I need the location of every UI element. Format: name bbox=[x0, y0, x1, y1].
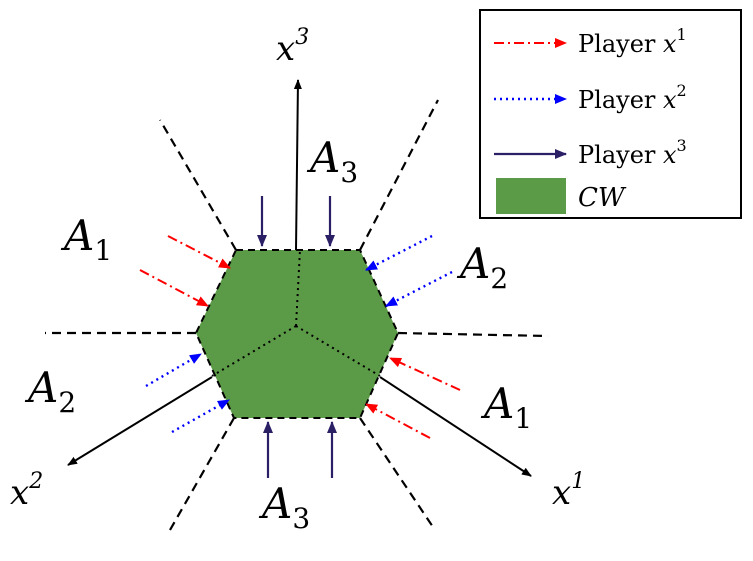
player2-arrow bbox=[171, 398, 230, 434]
region-label-upper-right: A2 bbox=[456, 239, 508, 295]
legend-item-player1: Player x1 bbox=[494, 25, 687, 58]
cw-hexagon bbox=[194, 249, 400, 419]
axis-x3 bbox=[293, 79, 302, 251]
player2-arrow bbox=[385, 270, 453, 308]
legend: Player x1 Player x2 Player x3 CW bbox=[479, 9, 742, 219]
internal-line-right bbox=[295, 325, 381, 377]
legend-item-player3: Player x3 bbox=[494, 136, 687, 169]
axis-label-x3: x3 bbox=[276, 25, 309, 69]
region-label-lower-right: A1 bbox=[480, 379, 532, 435]
axis-x2 bbox=[67, 376, 213, 466]
legend-item-cw: CW bbox=[496, 178, 627, 214]
coordinate-axes bbox=[67, 79, 532, 477]
legend-label-player3: Player x3 bbox=[578, 136, 687, 169]
axis-label-x1: x1 bbox=[552, 469, 585, 513]
legend-item-player2: Player x2 bbox=[494, 81, 687, 114]
axis-label-x2: x2 bbox=[10, 469, 43, 513]
region-label-top: A3 bbox=[306, 133, 358, 189]
player1-arrow bbox=[365, 403, 431, 439]
region-boundaries bbox=[45, 99, 549, 531]
legend-label-player2: Player x2 bbox=[578, 81, 687, 114]
legend-swatch-cw bbox=[496, 178, 566, 214]
player1-arrow bbox=[389, 357, 461, 391]
boundary-top-right bbox=[359, 99, 439, 251]
hexagon-internal-divisions bbox=[211, 249, 381, 377]
player2-arrow bbox=[145, 352, 202, 388]
player1-arrow bbox=[167, 235, 231, 269]
player2-arrows bbox=[145, 234, 453, 434]
boundary-bottom-right bbox=[359, 417, 436, 531]
legend-label-cw: CW bbox=[578, 183, 627, 213]
region-label-upper-left: A1 bbox=[60, 211, 112, 267]
region-label-bottom: A3 bbox=[258, 479, 310, 535]
boundary-right bbox=[397, 331, 549, 338]
player3-arrows bbox=[257, 196, 337, 478]
internal-line-left bbox=[211, 325, 297, 377]
axis-x1 bbox=[379, 376, 532, 477]
boundary-bottom-left bbox=[169, 417, 235, 531]
player2-arrow bbox=[365, 234, 433, 272]
region-label-lower-left: A2 bbox=[24, 363, 76, 419]
player1-arrow bbox=[139, 269, 209, 307]
player1-arrows bbox=[139, 235, 461, 439]
internal-line-up bbox=[295, 249, 301, 327]
boundary-top-left bbox=[159, 119, 237, 251]
legend-label-player1: Player x1 bbox=[578, 25, 687, 58]
